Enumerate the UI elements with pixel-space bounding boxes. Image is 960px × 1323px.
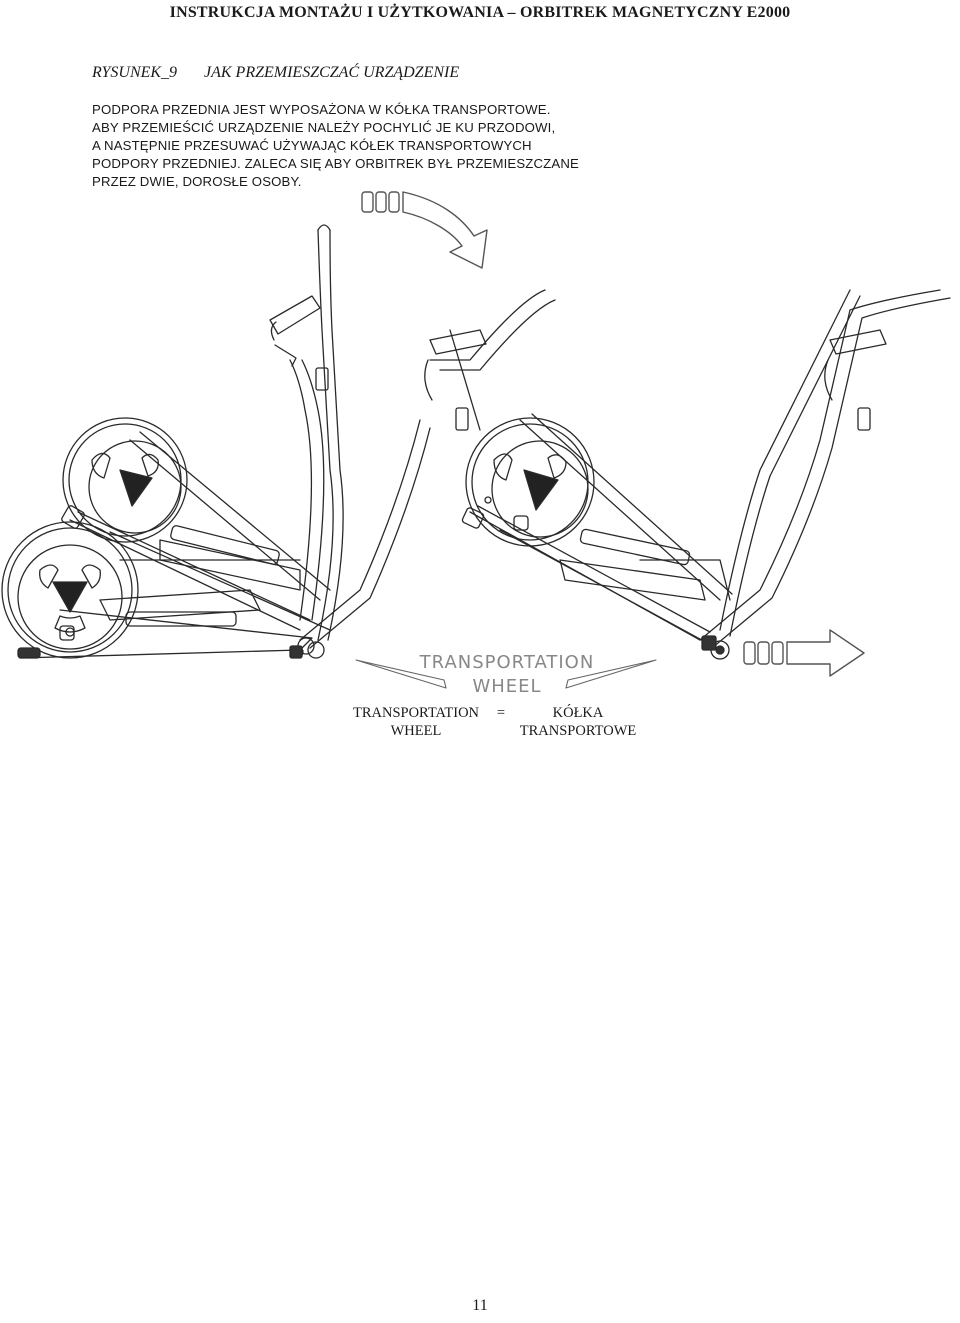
instruction-line: PODPORY PRZEDNIEJ. ZALECA SIĘ ABY ORBITR… xyxy=(92,156,579,171)
callout-line-2: WHEEL xyxy=(472,676,541,697)
elliptical-tilted xyxy=(1,224,431,659)
figure-title: RYSUNEK_9 JAK PRZEMIESZCZAĆ URZĄDZENIE xyxy=(92,64,459,82)
transport-illustration: TRANSPORTATION WHEEL xyxy=(1,191,951,697)
legend-en-line: TRANSPORTATION xyxy=(352,705,480,721)
legend-pl-line: KÓŁKA xyxy=(552,705,604,721)
callout-line-1: TRANSPORTATION xyxy=(419,652,595,673)
elliptical-upright xyxy=(424,289,951,660)
legend-english: TRANSPORTATION WHEEL xyxy=(346,704,486,740)
instruction-line: PRZEZ DWIE, DOROSŁE OSOBY. xyxy=(92,174,302,189)
figure-number: RYSUNEK_9 xyxy=(92,64,178,81)
legend-equals: = xyxy=(496,705,506,721)
instruction-line: A NASTĘPNIE PRZESUWAĆ UŻYWAJĄC KÓŁEK TRA… xyxy=(92,138,532,153)
legend-en-line: WHEEL xyxy=(390,723,442,739)
legend-polish: KÓŁKA TRANSPORTOWE xyxy=(510,704,646,740)
page-number: 11 xyxy=(472,1297,488,1314)
figure-caption: JAK PRZEMIESZCZAĆ URZĄDZENIE xyxy=(204,64,460,81)
push-arrow-icon xyxy=(743,629,865,677)
callout-pointer xyxy=(355,659,657,689)
instruction-line: ABY PRZEMIEŚCIĆ URZĄDZENIE NALEŻY POCHYL… xyxy=(92,120,556,135)
legend-pl-line: TRANSPORTOWE xyxy=(519,723,637,739)
instruction-text: PODPORA PRZEDNIA JEST WYPOSAŻONA W KÓŁKA… xyxy=(92,101,692,191)
document-header: INSTRUKCJA MONTAŻU I UŻYTKOWANIA – ORBIT… xyxy=(169,4,791,21)
instruction-line: PODPORA PRZEDNIA JEST WYPOSAŻONA W KÓŁKA… xyxy=(92,102,551,117)
tilt-arrow-icon xyxy=(361,191,488,269)
